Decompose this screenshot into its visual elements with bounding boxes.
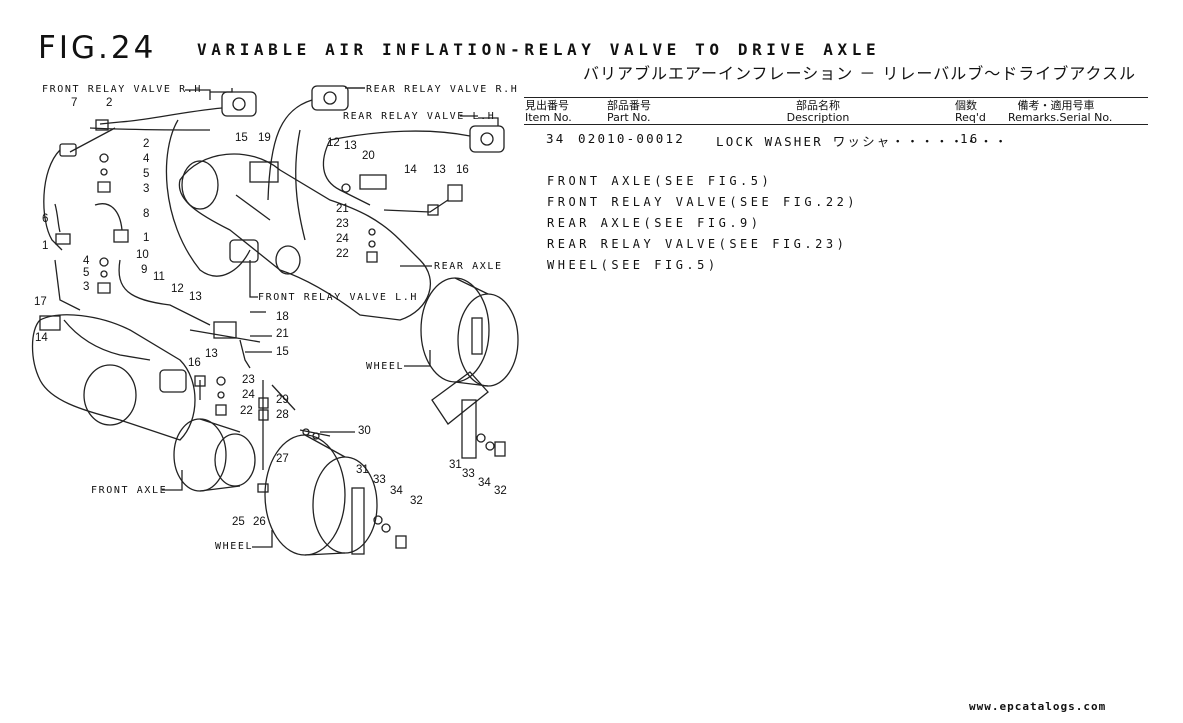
item-number-label: 13 [189,291,202,303]
item-number-label: 3 [143,183,150,195]
item-number-label: 7 [71,97,78,109]
item-number-label: 11 [153,271,165,283]
callout-front-relay-valve-lh: FRONT RELAY VALVE L.H [258,292,419,303]
item-number-label: 18 [276,311,289,323]
item-number-label: 31 [356,464,369,476]
col-remarks-jp: 備考・適用号車 [1017,99,1095,112]
col-required-en: Req'd [955,111,986,124]
item-number-label: 2 [143,138,150,150]
item-number-label: 28 [276,409,289,421]
item-number-label: 5 [83,267,90,279]
item-number-label: 34 [478,477,491,489]
item-number-label: 32 [410,495,423,507]
item-number-label: 26 [253,516,266,528]
item-number-label: 16 [188,357,201,369]
callout-front-relay-valve-rh: FRONT RELAY VALVE R.H [42,84,203,95]
item-number-label: 1 [42,240,49,252]
item-number-label: 10 [136,249,149,261]
rear-relay-valve-lh-shape [469,125,505,153]
item-number-label: 16 [456,164,469,176]
item-number-label: 4 [83,255,90,267]
table-row-item: 34 [546,131,566,146]
item-number-label: 12 [327,137,340,149]
col-item-no-en: Item No. [525,111,572,124]
col-required: 個数 Req'd [955,100,986,124]
item-number-label: 20 [362,150,375,162]
col-item-no-jp: 見出番号 [525,99,569,112]
item-number-label: 13 [433,164,446,176]
item-number-label: 6 [42,213,49,225]
rear-relay-valve-rh-shape [311,85,349,111]
col-required-jp: 個数 [955,99,977,112]
figure-subtitle-jp: バリアブルエアーインフレーション － リレーバルブ～ドライブアクスル [583,64,1136,83]
reference-rear-relay-valve: REAR RELAY VALVE(SEE FIG.23) [547,237,848,251]
item-number-label: 14 [35,332,48,344]
item-number-label: 27 [276,453,289,465]
item-number-label: 23 [336,218,349,230]
reference-wheel: WHEEL(SEE FIG.5) [547,258,719,272]
reference-front-relay-valve: FRONT RELAY VALVE(SEE FIG.22) [547,195,859,209]
callout-wheel-right: WHEEL [366,361,405,372]
item-number-label: 5 [143,168,150,180]
col-description-jp: 部品名称 [796,99,840,112]
callout-wheel-bottom: WHEEL [215,541,254,552]
item-number-label: 22 [240,405,253,417]
col-item-no: 見出番号 Item No. [525,100,572,124]
item-number-label: 17 [34,296,47,308]
item-number-label: 3 [83,281,90,293]
figure-number: FIG.24 [38,30,157,66]
item-number-label: 15 [235,132,248,144]
reference-front-axle: FRONT AXLE(SEE FIG.5) [547,174,773,188]
col-description: 部品名称 Description [786,100,850,124]
col-part-no-jp: 部品番号 [607,99,651,112]
item-number-label: 4 [143,153,150,165]
col-part-no: 部品番号 Part No. [607,100,651,124]
table-header-rule [524,124,1148,125]
item-number-label: 13 [344,140,357,152]
item-number-label: 25 [232,516,245,528]
item-number-label: 1 [143,232,150,244]
item-number-label: 30 [358,425,371,437]
callout-rear-axle: REAR AXLE [434,261,503,272]
rear-wheel-shape [420,277,490,383]
item-number-label: 15 [276,346,289,358]
item-number-label: 29 [276,394,289,406]
callout-rear-relay-valve-lh: REAR RELAY VALVE L.H [343,111,496,122]
front-relay-valve-rh-shape [221,91,257,117]
callout-front-axle: FRONT AXLE [91,485,168,496]
table-row-qty: 16 [960,131,980,146]
item-number-label: 24 [242,389,255,401]
item-number-label: 12 [171,283,184,295]
item-number-label: 24 [336,233,349,245]
figure-title: VARIABLE AIR INFLATION-RELAY VALVE TO DR… [197,40,881,59]
table-row-desc: LOCK WASHER ワッシャ・・・・・・・・ [716,134,1010,149]
col-part-no-en: Part No. [607,111,651,124]
callout-rear-relay-valve-rh: REAR RELAY VALVE R.H [366,84,519,95]
item-number-label: 14 [404,164,417,176]
item-number-label: 9 [141,264,148,276]
table-top-rule [524,97,1148,98]
website-url[interactable]: www.epcatalogs.com [969,700,1107,713]
front-axle-housing-shape [31,314,196,441]
col-remarks: 備考・適用号車 Remarks.Serial No. [1008,99,1113,124]
col-description-en: Description [786,111,850,124]
col-remarks-en: Remarks.Serial No. [1008,111,1113,124]
item-number-label: 22 [336,248,349,260]
table-row-part: 02010-00012 [578,131,685,146]
item-number-label: 33 [462,468,475,480]
reference-rear-axle: REAR AXLE(SEE FIG.9) [547,216,762,230]
item-number-label: 31 [449,459,462,471]
item-number-label: 8 [143,208,150,220]
item-number-label: 19 [258,132,271,144]
item-number-label: 32 [494,485,507,497]
rear-axle-housing-shape [178,153,431,321]
item-number-label: 34 [390,485,403,497]
item-number-label: 21 [276,328,289,340]
item-number-label: 21 [336,203,349,215]
item-number-label: 23 [242,374,255,386]
item-number-label: 13 [205,348,218,360]
item-number-label: 2 [106,97,113,109]
item-number-label: 33 [373,474,386,486]
